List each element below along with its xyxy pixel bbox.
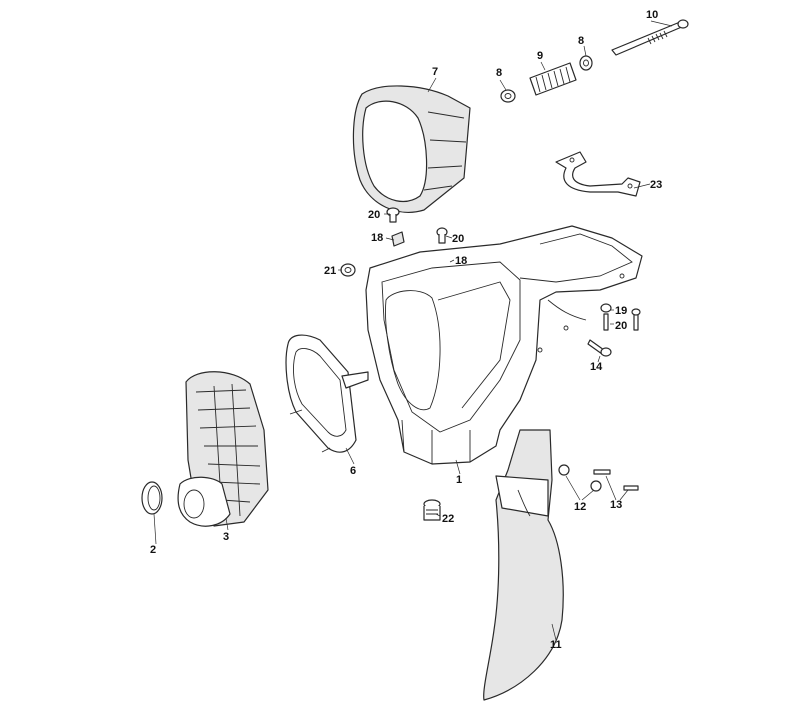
callout-20-a: 20 — [368, 209, 380, 221]
part-11-mud-guard — [483, 429, 564, 701]
part-9-spring — [529, 62, 577, 96]
part-21-grommet — [340, 263, 356, 277]
part-14-bolt — [587, 339, 612, 357]
callout-9: 9 — [537, 50, 543, 62]
part-8-washer-lower — [500, 89, 516, 103]
leader-lines — [153, 20, 673, 641]
callout-21: 21 — [324, 265, 336, 277]
callout-6: 6 — [350, 465, 356, 477]
part-19-fitting — [600, 303, 612, 313]
part-20-bolt-b — [436, 227, 448, 244]
part-20-bolt-a — [386, 207, 400, 223]
part-3-intake-boot — [177, 371, 269, 527]
callout-8-lower: 8 — [496, 67, 502, 79]
part-1-airbox-housing — [365, 225, 643, 465]
callout-12: 12 — [574, 501, 586, 513]
callout-14: 14 — [590, 361, 603, 373]
part-6-intake-flange — [285, 334, 369, 453]
callout-20-b: 20 — [452, 233, 464, 245]
callout-1: 1 — [456, 474, 462, 486]
callout-18-b: 18 — [455, 255, 467, 267]
part-13-screws — [593, 469, 639, 491]
callout-3: 3 — [223, 531, 229, 543]
part-10-threaded-rod — [611, 19, 689, 56]
callout-22: 22 — [442, 513, 454, 525]
callout-2: 2 — [150, 544, 156, 556]
callout-11: 11 — [550, 639, 562, 651]
callout-18-a: 18 — [371, 232, 383, 244]
callout-20-c: 20 — [615, 320, 627, 332]
callout-13: 13 — [610, 499, 622, 511]
callout-7: 7 — [432, 66, 438, 78]
part-18-clip-a — [391, 231, 405, 247]
part-2-clamp — [141, 481, 163, 515]
callout-8-upper: 8 — [578, 35, 584, 47]
part-12-nuts — [558, 464, 602, 492]
callout-labels: 10 8 9 8 7 23 20 18 20 18 21 19 20 14 6 … — [150, 9, 662, 651]
part-22-drain-valve — [423, 499, 441, 521]
part-23-bracket — [555, 151, 641, 197]
callout-19: 19 — [615, 305, 627, 317]
part-8-washer-upper — [579, 55, 593, 71]
part-7-air-filter — [352, 85, 471, 213]
callout-10: 10 — [646, 9, 658, 21]
part-20-screw-c — [603, 308, 641, 331]
callout-23: 23 — [650, 179, 662, 191]
